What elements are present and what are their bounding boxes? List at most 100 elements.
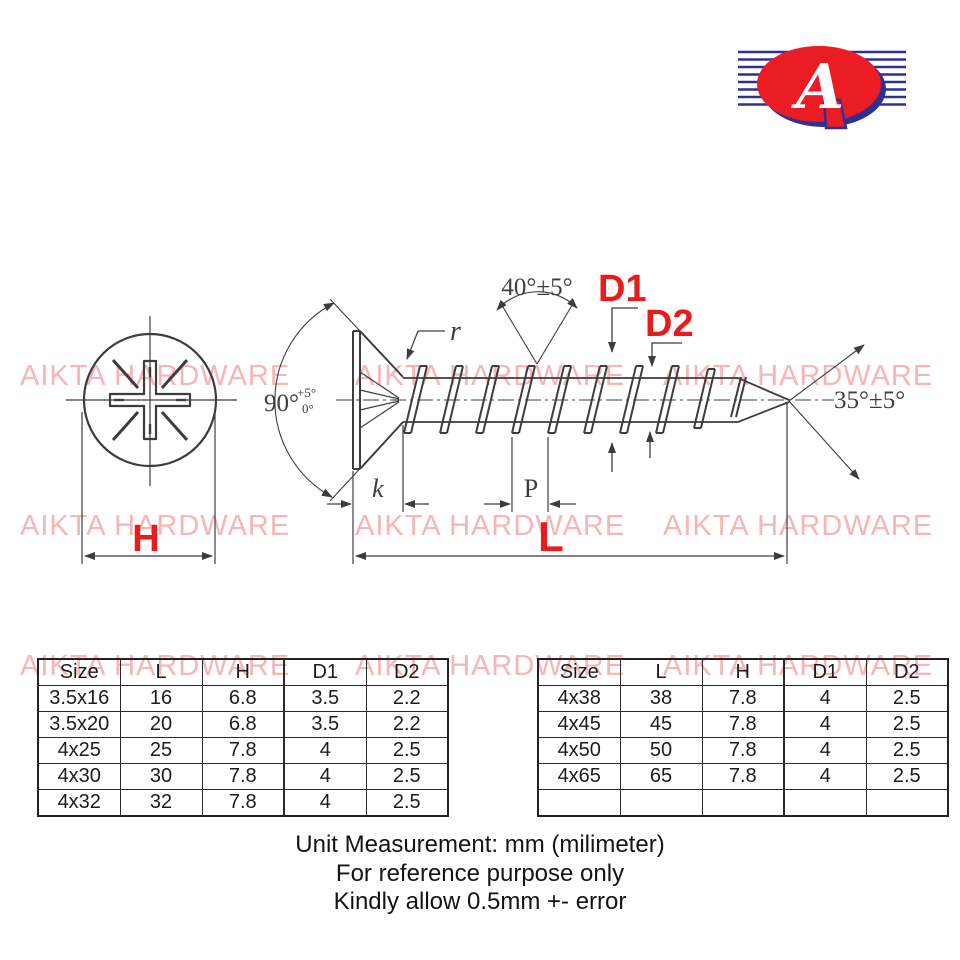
table-cell: 2.5 bbox=[365, 737, 449, 764]
table-cell: 2.5 bbox=[865, 711, 949, 738]
table-cell: 4x50 bbox=[537, 737, 621, 764]
logo-letter: A bbox=[791, 50, 844, 123]
table-cell bbox=[619, 789, 703, 817]
dim-pitch bbox=[484, 437, 576, 512]
table-cell: 4 bbox=[283, 763, 367, 790]
watermark-text: AIKTA HARDWARE bbox=[20, 510, 291, 542]
table-cell: 4 bbox=[283, 737, 367, 764]
label-head-angle-tol-minus: 0° bbox=[302, 401, 314, 416]
table-cell: 2.2 bbox=[365, 685, 449, 712]
dim-length bbox=[352, 403, 788, 564]
table-cell: 3.5x16 bbox=[37, 685, 121, 712]
table-cell: 7.8 bbox=[701, 763, 785, 790]
table-cell: 38 bbox=[619, 685, 703, 712]
aikta-logo: A bbox=[736, 44, 908, 132]
column-header: H bbox=[701, 658, 785, 686]
table-cell: 20 bbox=[119, 711, 203, 738]
logo-letter-tail bbox=[822, 98, 848, 130]
column-header: D2 bbox=[365, 658, 449, 686]
table-cell: 4x32 bbox=[37, 789, 121, 817]
table-cell: 3.5x20 bbox=[37, 711, 121, 738]
column-header: D2 bbox=[865, 658, 949, 686]
table-cell: 7.8 bbox=[201, 763, 285, 790]
table-cell: 7.8 bbox=[201, 789, 285, 817]
table-cell: 7.8 bbox=[701, 685, 785, 712]
table-row bbox=[537, 789, 949, 817]
label-major-diameter: D1 bbox=[598, 268, 647, 310]
table-cell: 2.2 bbox=[365, 711, 449, 738]
table-cell: 4 bbox=[783, 763, 867, 790]
table-cell: 2.5 bbox=[865, 685, 949, 712]
table-cell: 4x30 bbox=[37, 763, 121, 790]
footer-line-unit: Unit Measurement: mm (milimeter) bbox=[295, 831, 665, 858]
footer-line-tolerance: Kindly allow 0.5mm +- error bbox=[333, 888, 627, 915]
column-header: D1 bbox=[783, 658, 867, 686]
table-cell: 4x38 bbox=[537, 685, 621, 712]
watermark-text: AIKTA HARDWARE bbox=[663, 510, 934, 542]
table-cell: 2.5 bbox=[865, 737, 949, 764]
table-cell: 50 bbox=[619, 737, 703, 764]
table-cell: 7.8 bbox=[701, 711, 785, 738]
dim-head-depth bbox=[327, 425, 429, 512]
dim-tip-angle bbox=[788, 344, 865, 480]
label-head-diameter: H bbox=[132, 518, 159, 560]
table-cell bbox=[783, 789, 867, 817]
screw-tip bbox=[737, 377, 790, 423]
table-cell: 4x45 bbox=[537, 711, 621, 738]
label-thread-angle: 40°±5° bbox=[501, 274, 572, 301]
label-head-angle-tol-plus: +5° bbox=[297, 385, 316, 400]
column-header: L bbox=[619, 658, 703, 686]
watermark-text: AIKTA HARDWARE bbox=[355, 510, 626, 542]
table-cell: 4 bbox=[783, 711, 867, 738]
table-cell bbox=[701, 789, 785, 817]
table-cell: 16 bbox=[119, 685, 203, 712]
watermark-text: AIKTA HARDWARE bbox=[20, 360, 291, 392]
logo-oval bbox=[757, 46, 881, 122]
table-cell: 6.8 bbox=[201, 685, 285, 712]
table-cell: 4x65 bbox=[537, 763, 621, 790]
dim-minor-diameter bbox=[646, 342, 682, 458]
footer-line-reference: For reference purpose only bbox=[335, 859, 625, 887]
label-minor-diameter: D2 bbox=[645, 303, 694, 345]
table-cell: 6.8 bbox=[201, 711, 285, 738]
table-cell: 2.5 bbox=[365, 789, 449, 817]
dim-major-diameter bbox=[608, 307, 638, 472]
column-header: L bbox=[119, 658, 203, 686]
table-cell: 3.5 bbox=[283, 685, 367, 712]
label-tip-angle: 35°±5° bbox=[834, 387, 905, 414]
column-header: H bbox=[201, 658, 285, 686]
table-cell bbox=[865, 789, 949, 817]
label-pitch: P bbox=[524, 474, 538, 503]
table-cell: 7.8 bbox=[701, 737, 785, 764]
table-cell: 3.5 bbox=[283, 711, 367, 738]
column-header: Size bbox=[37, 658, 121, 686]
pozidriv-recess bbox=[108, 359, 192, 441]
table-cell bbox=[537, 789, 621, 817]
label-head-depth: k bbox=[372, 474, 384, 503]
table-cell: 4 bbox=[783, 685, 867, 712]
table-cell: 4 bbox=[783, 737, 867, 764]
table-cell: 65 bbox=[619, 763, 703, 790]
column-header: D1 bbox=[283, 658, 367, 686]
label-length: L bbox=[538, 513, 564, 560]
table-cell: 7.8 bbox=[201, 737, 285, 764]
table-cell: 30 bbox=[119, 763, 203, 790]
dim-thread-angle bbox=[496, 291, 578, 365]
screw-side-view bbox=[336, 330, 834, 470]
thread-profile bbox=[403, 365, 747, 434]
table-cell: 2.5 bbox=[365, 763, 449, 790]
aikta-logo-graphic: A bbox=[738, 46, 906, 130]
table-cell: 45 bbox=[619, 711, 703, 738]
